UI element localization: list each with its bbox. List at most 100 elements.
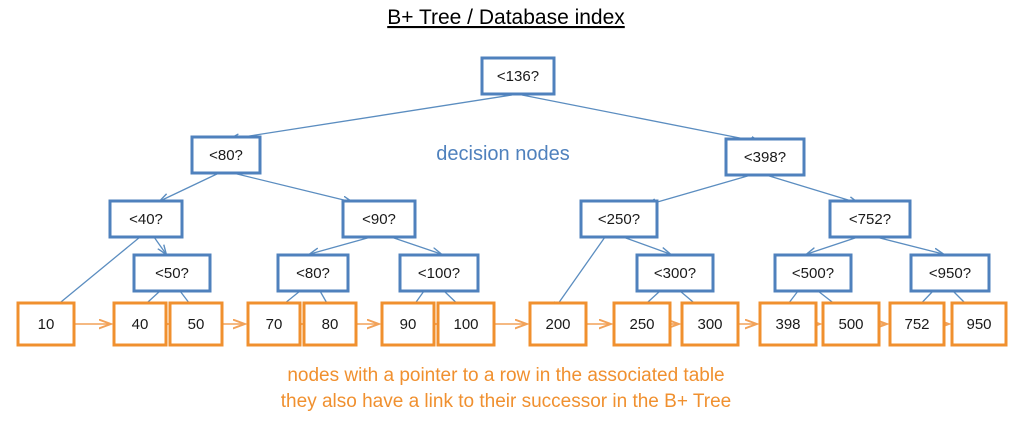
decision-node[interactable]: <950? <box>909 253 991 293</box>
tree-edge <box>622 236 670 254</box>
decision-node[interactable]: <100? <box>398 253 480 293</box>
leaf-node-label: 80 <box>322 316 339 333</box>
decision-node-box <box>828 199 912 239</box>
leaf-node-box <box>16 301 76 347</box>
decision-node-box <box>276 253 350 293</box>
leaf-node-label: 50 <box>188 316 205 333</box>
leaf-node-label: 100 <box>453 316 478 333</box>
tree-edge <box>765 174 858 203</box>
leaf-node-label: 90 <box>400 316 417 333</box>
decision-node-label: <300? <box>654 265 696 282</box>
leaf-node-label: 300 <box>697 316 722 333</box>
decision-node-box <box>635 253 715 293</box>
leaf-node-box <box>612 301 672 347</box>
leaf-node[interactable]: 40 <box>112 301 168 347</box>
leaf-node[interactable]: 398 <box>758 301 818 347</box>
tree-edge <box>875 236 943 254</box>
leaf-node-label: 10 <box>38 316 55 333</box>
leaf-node-box <box>246 301 302 347</box>
leaf-node-box <box>758 301 818 347</box>
decision-node[interactable]: <80? <box>276 253 350 293</box>
leaf-caption-line-1: nodes with a pointer to a row in the ass… <box>287 365 724 386</box>
leaf-node[interactable]: 950 <box>950 301 1008 347</box>
decision-node-box <box>341 199 417 239</box>
decision-node[interactable]: <398? <box>724 137 806 177</box>
decision-node[interactable]: <80? <box>190 135 262 175</box>
decision-node-label: <40? <box>129 211 163 228</box>
decision-node-box <box>398 253 480 293</box>
decision-node[interactable]: <50? <box>132 253 212 293</box>
leaf-node[interactable]: 80 <box>302 301 358 347</box>
tree-edge <box>807 236 859 254</box>
page-title: B+ Tree / Database index <box>387 6 625 29</box>
tree-edge <box>50 236 141 311</box>
leaf-node-label: 200 <box>545 316 570 333</box>
leaf-node-group: 10 40 50 70 80 90 100 200 250 300 398 500 752 950 <box>16 301 1008 347</box>
decision-node-group: <136? <80? <398? <40? <90? <250? <752? <50? <80?… <box>108 56 991 293</box>
leaf-node[interactable]: 200 <box>528 301 588 347</box>
decision-node[interactable]: <300? <box>635 253 715 293</box>
tree-edge <box>232 172 352 202</box>
decision-node-box <box>108 199 184 239</box>
leaf-node-label: 500 <box>838 316 863 333</box>
decision-node[interactable]: <752? <box>828 199 912 239</box>
leaf-node-box <box>302 301 358 347</box>
leaf-node-label: 40 <box>132 316 149 333</box>
leaf-node[interactable]: 100 <box>436 301 496 347</box>
leaf-node-box <box>112 301 168 347</box>
leaf-node-label: 398 <box>775 316 800 333</box>
leaf-node[interactable]: 70 <box>246 301 302 347</box>
leaf-node[interactable]: 50 <box>168 301 224 347</box>
tree-edge <box>160 172 220 201</box>
decision-node[interactable]: <40? <box>108 199 184 239</box>
leaf-node-box <box>528 301 588 347</box>
decision-node-box <box>190 135 262 175</box>
decision-node-box <box>909 253 991 293</box>
leaf-node-box <box>168 301 224 347</box>
tree-edge <box>153 236 166 254</box>
decision-node-box <box>480 56 556 96</box>
tree-edge <box>553 236 606 311</box>
leaf-node[interactable]: 300 <box>680 301 740 347</box>
decision-nodes-annotation: decision nodes <box>436 143 569 165</box>
leaf-node[interactable]: 500 <box>821 301 881 347</box>
decision-node-label: <90? <box>362 211 396 228</box>
decision-node-label: <100? <box>418 265 460 282</box>
tree-edge <box>647 174 752 205</box>
decision-node-label: <500? <box>792 265 834 282</box>
leaf-node-box <box>680 301 740 347</box>
decision-node-label: <50? <box>155 265 189 282</box>
decision-node-box <box>724 137 806 177</box>
leaf-node-label: 752 <box>904 316 929 333</box>
leaf-node-box <box>380 301 436 347</box>
leaf-node-box <box>950 301 1008 347</box>
leaf-node[interactable]: 10 <box>16 301 76 347</box>
decision-node-label: <398? <box>744 149 786 166</box>
leaf-node-box <box>436 301 496 347</box>
decision-node-box <box>579 199 659 239</box>
leaf-node-label: 950 <box>966 316 991 333</box>
tree-edge <box>310 236 372 254</box>
decision-node-label: <250? <box>598 211 640 228</box>
decision-node-label: <80? <box>296 265 330 282</box>
leaf-node[interactable]: 752 <box>888 301 946 347</box>
decision-node-box <box>132 253 212 293</box>
leaf-node[interactable]: 250 <box>612 301 672 347</box>
leaf-caption-line-2: they also have a link to their successor… <box>281 391 731 412</box>
leaf-node-box <box>888 301 946 347</box>
decision-node[interactable]: <90? <box>341 199 417 239</box>
decision-node-label: <136? <box>497 68 539 85</box>
decision-node-label: <950? <box>929 265 971 282</box>
decision-node-label: <80? <box>209 147 243 164</box>
decision-node[interactable]: <250? <box>579 199 659 239</box>
leaf-node-label: 250 <box>629 316 654 333</box>
decision-node-box <box>773 253 853 293</box>
tree-edge <box>521 94 760 142</box>
tree-edge <box>390 236 441 254</box>
leaf-node-box <box>821 301 881 347</box>
leaf-node[interactable]: 90 <box>380 301 436 347</box>
decision-node[interactable]: <500? <box>773 253 853 293</box>
decision-node[interactable]: <136? <box>480 56 556 96</box>
